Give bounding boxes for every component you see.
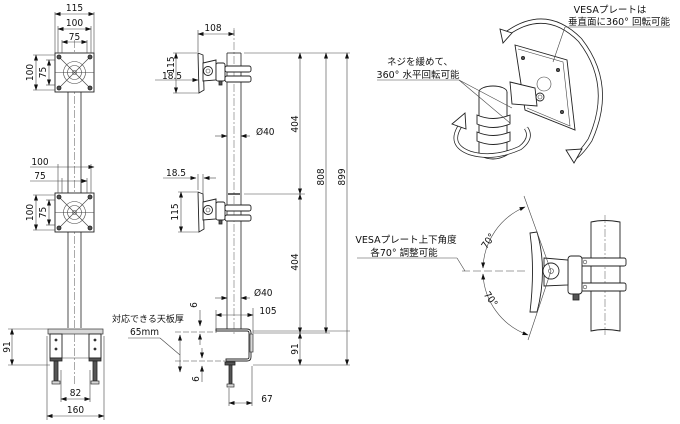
- dim-lower-vesa-height-outer: 100: [25, 204, 36, 221]
- dim-clamp-depth: 105: [259, 306, 276, 317]
- dim-top-plate-height: 115: [166, 56, 177, 73]
- lower-vesa-plate: [54, 192, 95, 233]
- dim-pole-diameter-bottom: Ø40: [254, 287, 273, 299]
- desk-thickness-note-line2: 65mm: [130, 327, 159, 338]
- desk-clamp-front: [47, 328, 104, 385]
- dim-base-width: 160: [67, 405, 84, 416]
- dim-base-height-side: 91: [290, 343, 301, 354]
- dim-base-height: 91: [2, 341, 13, 352]
- dim-top-vesa-outer: 100: [66, 18, 83, 29]
- vesa-rotation-note-line1: VESAプレートは: [574, 5, 647, 16]
- dim-upper-span: 404: [290, 115, 301, 132]
- top-arm-side: [197, 52, 252, 94]
- top-vesa-plate: [54, 52, 95, 93]
- desk-thickness-note-line1: 対応できる天板厚: [112, 313, 184, 325]
- lower-arm-side: [197, 191, 252, 233]
- dim-top-vesa-height-outer: 100: [25, 64, 36, 81]
- dim-lower-span: 404: [290, 253, 301, 270]
- dim-clamp-thickness-top: 6: [189, 302, 200, 308]
- screw-rotation-note-line2: 360° 水平回転可能: [377, 69, 460, 81]
- dim-top-offset: 18.5: [162, 71, 182, 82]
- rotation-view: VESAプレートは 垂直面に360° 回転可能 ネジを緩めて、 360° 水平回…: [377, 5, 670, 164]
- dim-top-vesa-inner: 75: [69, 32, 80, 43]
- dim-lower-vesa-inner: 75: [34, 171, 45, 182]
- dim-top-plate-width: 115: [66, 3, 83, 14]
- dim-clamp-foot: 67: [261, 394, 272, 405]
- dim-clamp-thickness-bottom: 6: [191, 376, 202, 382]
- dim-lower-plate-height: 115: [170, 203, 181, 220]
- dim-lower-offset: 18.5: [166, 168, 186, 179]
- dim-lower-vesa-height-inner: 75: [38, 207, 49, 218]
- tilt-angle-up: 70°: [480, 232, 498, 251]
- side-view: 108 115 18.5 Ø40 18.5 115 Ø40 105: [112, 23, 350, 406]
- height-dimensions: 404 404 91 808 899: [244, 52, 350, 366]
- vesa-rotation-note-line2: 垂直面に360° 回転可能: [568, 16, 670, 28]
- tilt-view: 70° 70° VESAプレート上下角度 各70° 調整可能: [355, 195, 627, 341]
- dim-lower-vesa-outer: 100: [31, 157, 48, 168]
- dim-overall-height: 899: [337, 168, 348, 185]
- dim-top-vesa-height-inner: 75: [38, 67, 49, 78]
- front-view: 115 100 75 100 75: [2, 3, 105, 420]
- desk-clamp-side: [215, 328, 254, 388]
- dim-pole-diameter-top: Ø40: [256, 126, 275, 138]
- dim-clamp-spacing: 82: [70, 388, 81, 399]
- dim-arm-reach: 108: [204, 23, 221, 34]
- tilt-note-line1: VESAプレート上下角度: [355, 234, 457, 246]
- tilt-angle-down: 70°: [481, 290, 499, 309]
- screw-rotation-note-line1: ネジを緩めて、: [387, 56, 453, 68]
- dim-mid-total: 808: [316, 168, 327, 185]
- tilt-note-line2: 各70° 調整可能: [370, 247, 438, 259]
